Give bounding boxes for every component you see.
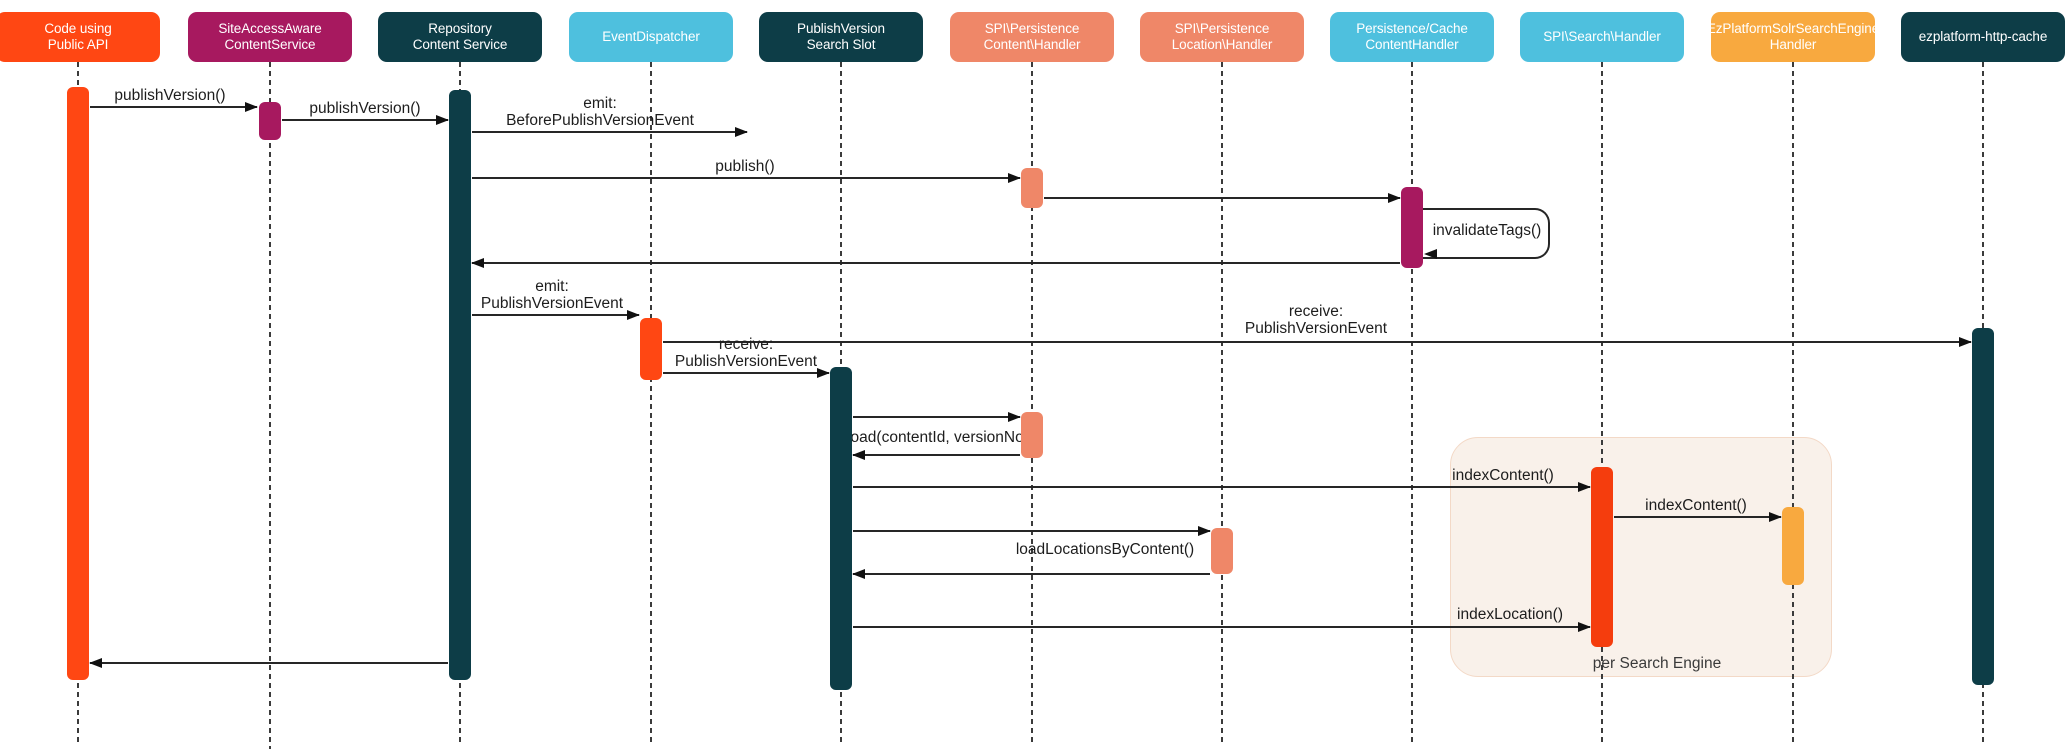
activation-bar-eventdispatcher <box>640 318 662 380</box>
activation-bar-persistence-cache-contenthandler <box>1401 187 1423 268</box>
participant-label: Repository Content Service <box>412 21 508 52</box>
message-arrow <box>1044 197 1400 199</box>
message-arrow <box>472 262 1400 264</box>
arrowhead-icon <box>1578 621 1591 632</box>
message-arrow <box>472 177 1020 179</box>
arrowhead-icon <box>817 367 830 378</box>
message-label: publishVersion() <box>114 87 226 104</box>
self-call-loop <box>1423 208 1550 259</box>
participant-box-ezplatformsolrsearchengine-handler: EzPlatformSolrSearchEngine Handler <box>1707 12 1879 62</box>
message-label: publish() <box>715 158 775 175</box>
arrowhead-icon <box>627 309 640 320</box>
participant-box-spi-search-handler: SPI\Search\Handler <box>1520 12 1684 62</box>
message-arrow <box>663 372 829 374</box>
message-arrow <box>853 530 1210 532</box>
activation-bar-ezplatform-http-cache <box>1972 328 1994 685</box>
participant-label: ezplatform-http-cache <box>1918 29 2048 44</box>
arrowhead-icon <box>1008 172 1021 183</box>
message-label: receive: PublishVersionEvent <box>1244 303 1388 337</box>
participant-box-code-using-public-api: Code using Public API <box>0 12 160 62</box>
participant-label: SiteAccessAware ContentService <box>218 21 322 52</box>
arrowhead-icon <box>1388 192 1401 203</box>
arrowhead-icon <box>89 657 102 668</box>
arrowhead-icon <box>245 101 258 112</box>
activation-bar-repository-content-service <box>449 90 471 680</box>
participant-box-eventdispatcher: EventDispatcher <box>569 12 733 62</box>
activation-bar-spi-persistence-content-handler <box>1021 412 1043 458</box>
self-call-label: invalidateTags() <box>1432 222 1542 239</box>
message-arrow <box>472 314 639 316</box>
activation-bar-spi-persistence-content-handler <box>1021 168 1043 208</box>
arrowhead-icon <box>1198 525 1211 536</box>
activation-bar-spi-search-handler <box>1591 467 1613 647</box>
message-arrow <box>90 662 448 664</box>
note-label: per Search Engine <box>1592 655 1722 672</box>
message-label: load(contentId, versionNo) <box>847 429 1029 446</box>
arrowhead-icon <box>1578 481 1591 492</box>
lifeline-spi-search-handler <box>1601 62 1603 744</box>
participant-box-publishversion-search-slot: PublishVersion Search Slot <box>759 12 923 62</box>
participant-box-siteaccessaware-contentservice: SiteAccessAware ContentService <box>188 12 352 62</box>
participant-box-ezplatform-http-cache: ezplatform-http-cache <box>1901 12 2065 62</box>
message-label: indexLocation() <box>1457 606 1563 623</box>
arrowhead-icon <box>436 114 449 125</box>
arrowhead-icon <box>735 126 748 137</box>
arrowhead-icon <box>852 568 865 579</box>
participant-label: EzPlatformSolrSearchEngine Handler <box>1706 21 1880 52</box>
arrowhead-icon <box>852 449 865 460</box>
lifeline-eventdispatcher <box>650 62 652 744</box>
participant-box-repository-content-service: Repository Content Service <box>378 12 542 62</box>
lifeline-ezplatformsolrsearchengine-handler <box>1792 62 1794 744</box>
participant-label: EventDispatcher <box>602 29 700 44</box>
participant-label: Code using Public API <box>44 21 112 52</box>
participant-label: SPI\Persistence Content\Handler <box>983 21 1081 52</box>
message-label: receive: PublishVersionEvent <box>674 336 818 370</box>
participant-label: Persistence/Cache ContentHandler <box>1356 21 1468 52</box>
activation-bar-spi-persistence-location-handler <box>1211 528 1233 574</box>
message-arrow <box>853 416 1020 418</box>
message-arrow <box>1614 516 1781 518</box>
message-label: indexContent() <box>1645 497 1747 514</box>
message-arrow <box>282 119 448 121</box>
arrowhead-icon <box>1008 411 1021 422</box>
message-arrow <box>472 131 747 133</box>
activation-bar-publishversion-search-slot <box>830 367 852 690</box>
message-label: indexContent() <box>1452 467 1554 484</box>
message-label: loadLocationsByContent() <box>1015 541 1195 558</box>
participant-label: SPI\Search\Handler <box>1543 29 1661 44</box>
message-arrow <box>853 626 1590 628</box>
lifeline-siteaccessaware-contentservice <box>269 62 271 749</box>
participant-label: PublishVersion Search Slot <box>797 21 885 52</box>
arrowhead-icon <box>1424 248 1437 259</box>
activation-bar-code-using-public-api <box>67 87 89 680</box>
arrowhead-icon <box>1959 336 1972 347</box>
message-label: emit: PublishVersionEvent <box>480 278 624 312</box>
arrowhead-icon <box>471 257 484 268</box>
activation-bar-siteaccessaware-contentservice <box>259 102 281 140</box>
message-arrow <box>663 341 1971 343</box>
participant-label: SPI\Persistence Location\Handler <box>1171 21 1273 52</box>
message-arrow <box>853 573 1210 575</box>
message-label: publishVersion() <box>309 100 421 117</box>
message-arrow <box>853 454 1020 456</box>
lifeline-spi-persistence-location-handler <box>1221 62 1223 744</box>
lifeline-spi-persistence-content-handler <box>1031 62 1033 744</box>
note-box <box>1450 437 1832 677</box>
participant-box-persistence-cache-contenthandler: Persistence/Cache ContentHandler <box>1330 12 1494 62</box>
participant-box-spi-persistence-location-handler: SPI\Persistence Location\Handler <box>1140 12 1304 62</box>
message-arrow <box>853 486 1590 488</box>
arrowhead-icon <box>1769 511 1782 522</box>
lifeline-persistence-cache-contenthandler <box>1411 62 1413 744</box>
participant-box-spi-persistence-content-handler: SPI\Persistence Content\Handler <box>950 12 1114 62</box>
activation-bar-ezplatformsolrsearchengine-handler <box>1782 507 1804 585</box>
message-label: emit: BeforePublishVersionEvent <box>506 95 694 129</box>
message-arrow <box>90 106 257 108</box>
